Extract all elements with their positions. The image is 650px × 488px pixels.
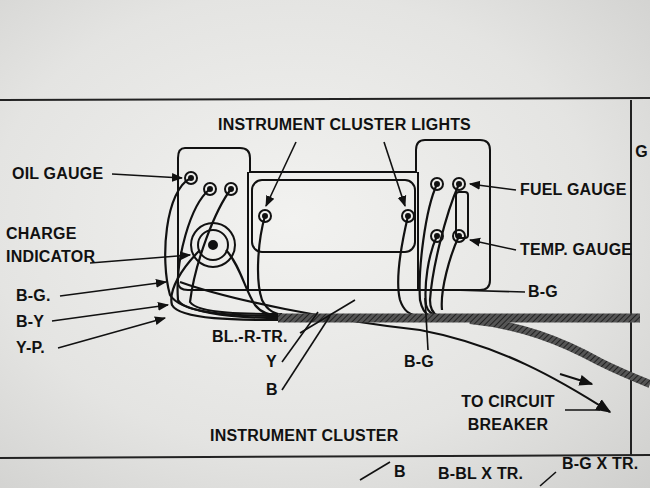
wire-color: B xyxy=(266,378,278,401)
wire-color: B xyxy=(394,460,406,483)
part-name: CHARGE INDICATOR xyxy=(6,222,101,268)
wire-color: Y-P. xyxy=(16,336,45,359)
wire-color: BL.-R-TR. xyxy=(212,325,288,348)
cut-off-label: G xyxy=(635,140,648,163)
part-name: TEMP. GAUGE xyxy=(520,238,632,261)
wire-color: B-G xyxy=(404,350,434,373)
part-name: OIL GAUGE xyxy=(12,162,103,185)
caption-label: INSTRUMENT CLUSTER xyxy=(210,424,398,447)
wire-color: B-BL X TR. xyxy=(438,462,523,485)
heading-label: INSTRUMENT CLUSTER LIGHTS xyxy=(218,113,471,136)
wire-color: B-G xyxy=(528,280,558,303)
wire-color: Y xyxy=(266,350,277,373)
wire-color: B-Y xyxy=(16,310,44,333)
part-name: FUEL GAUGE xyxy=(520,178,627,201)
wire-color: B-G. xyxy=(16,284,51,307)
note-label: TO CIRCUIT BREAKER xyxy=(452,390,564,436)
wire-color: B-G X TR. xyxy=(562,452,638,475)
